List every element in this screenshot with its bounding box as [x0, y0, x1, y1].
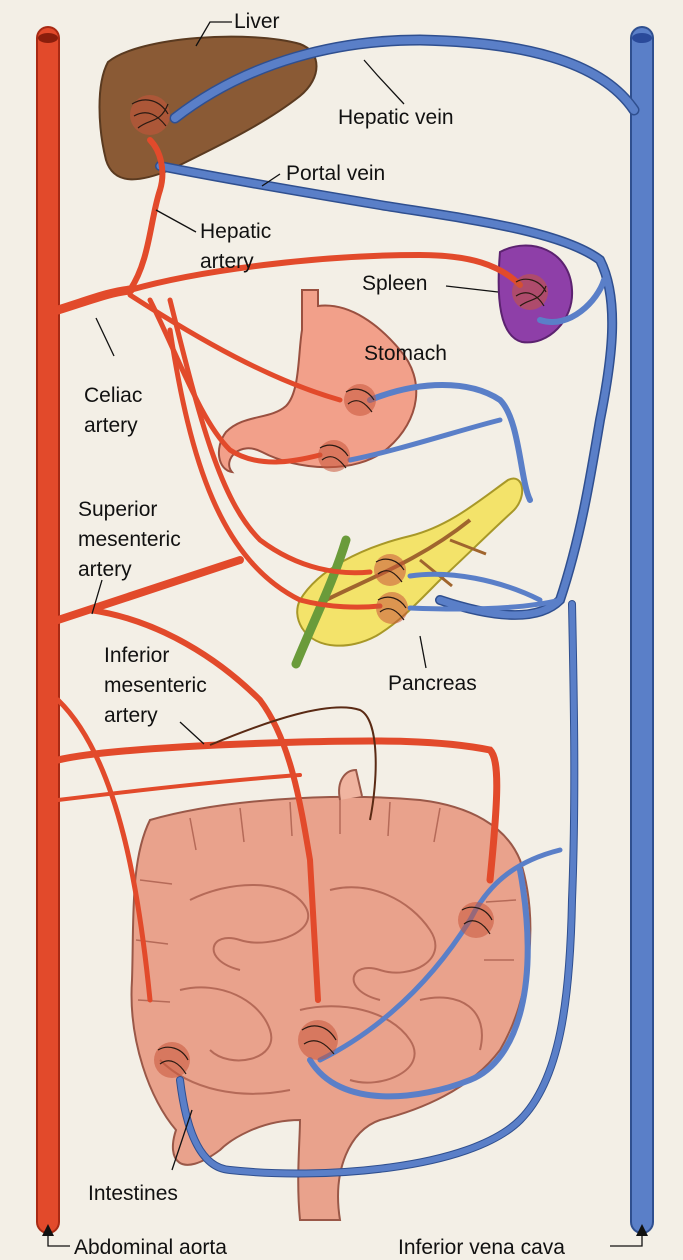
leader-inferior-mesenteric [180, 722, 204, 744]
celiac-artery [58, 290, 130, 310]
label-intestines: Intestines [88, 1182, 178, 1205]
capillary-bed-liver [130, 95, 170, 135]
label-inferior-vena-cava: Inferior vena cava [398, 1236, 565, 1259]
aorta-opening [38, 33, 58, 43]
capillary-bed-intestine-center [298, 1020, 338, 1060]
label-abdominal-aorta: Abdominal aorta [74, 1236, 227, 1259]
leader-celiac-artery [96, 318, 114, 356]
capillary-bed-intestine-right [458, 902, 494, 938]
ivc-opening [632, 33, 652, 43]
label-spleen: Spleen [362, 272, 427, 295]
label-celiac-artery-line1: Celiac [84, 384, 142, 407]
label-celiac-artery-line2: artery [84, 414, 138, 437]
pancreas [297, 479, 522, 646]
capillary-bed-stomach-lower [318, 440, 350, 472]
leader-spleen [446, 286, 498, 292]
label-portal-vein: Portal vein [286, 162, 385, 185]
label-liver: Liver [234, 10, 280, 33]
capillary-bed-intestine-left [154, 1042, 190, 1078]
capillary-bed-stomach-upper [344, 384, 376, 416]
capillary-bed-pancreas-lower [376, 592, 408, 624]
capillary-bed-spleen [512, 274, 548, 310]
label-inferior-mesenteric-line1: Inferior [104, 644, 169, 667]
label-hepatic-vein: Hepatic vein [338, 106, 454, 129]
label-hepatic-artery-line1: Hepatic [200, 220, 271, 243]
leader-hepatic-artery [156, 210, 196, 232]
splenic-artery [130, 255, 520, 290]
label-superior-mesenteric-line2: mesenteric [78, 528, 181, 551]
label-hepatic-artery-line2: artery [200, 250, 254, 273]
leader-pancreas [420, 636, 426, 668]
leader-hepatic-vein [364, 60, 404, 104]
label-pancreas: Pancreas [388, 672, 477, 695]
stomach [219, 290, 416, 472]
label-stomach: Stomach [364, 342, 447, 365]
label-superior-mesenteric-line3: artery [78, 558, 132, 581]
label-inferior-mesenteric-line3: artery [104, 704, 158, 727]
label-superior-mesenteric-line1: Superior [78, 498, 157, 521]
capillary-bed-pancreas-upper [374, 554, 406, 586]
label-inferior-mesenteric-line2: mesenteric [104, 674, 207, 697]
rectum-stub [339, 770, 362, 800]
